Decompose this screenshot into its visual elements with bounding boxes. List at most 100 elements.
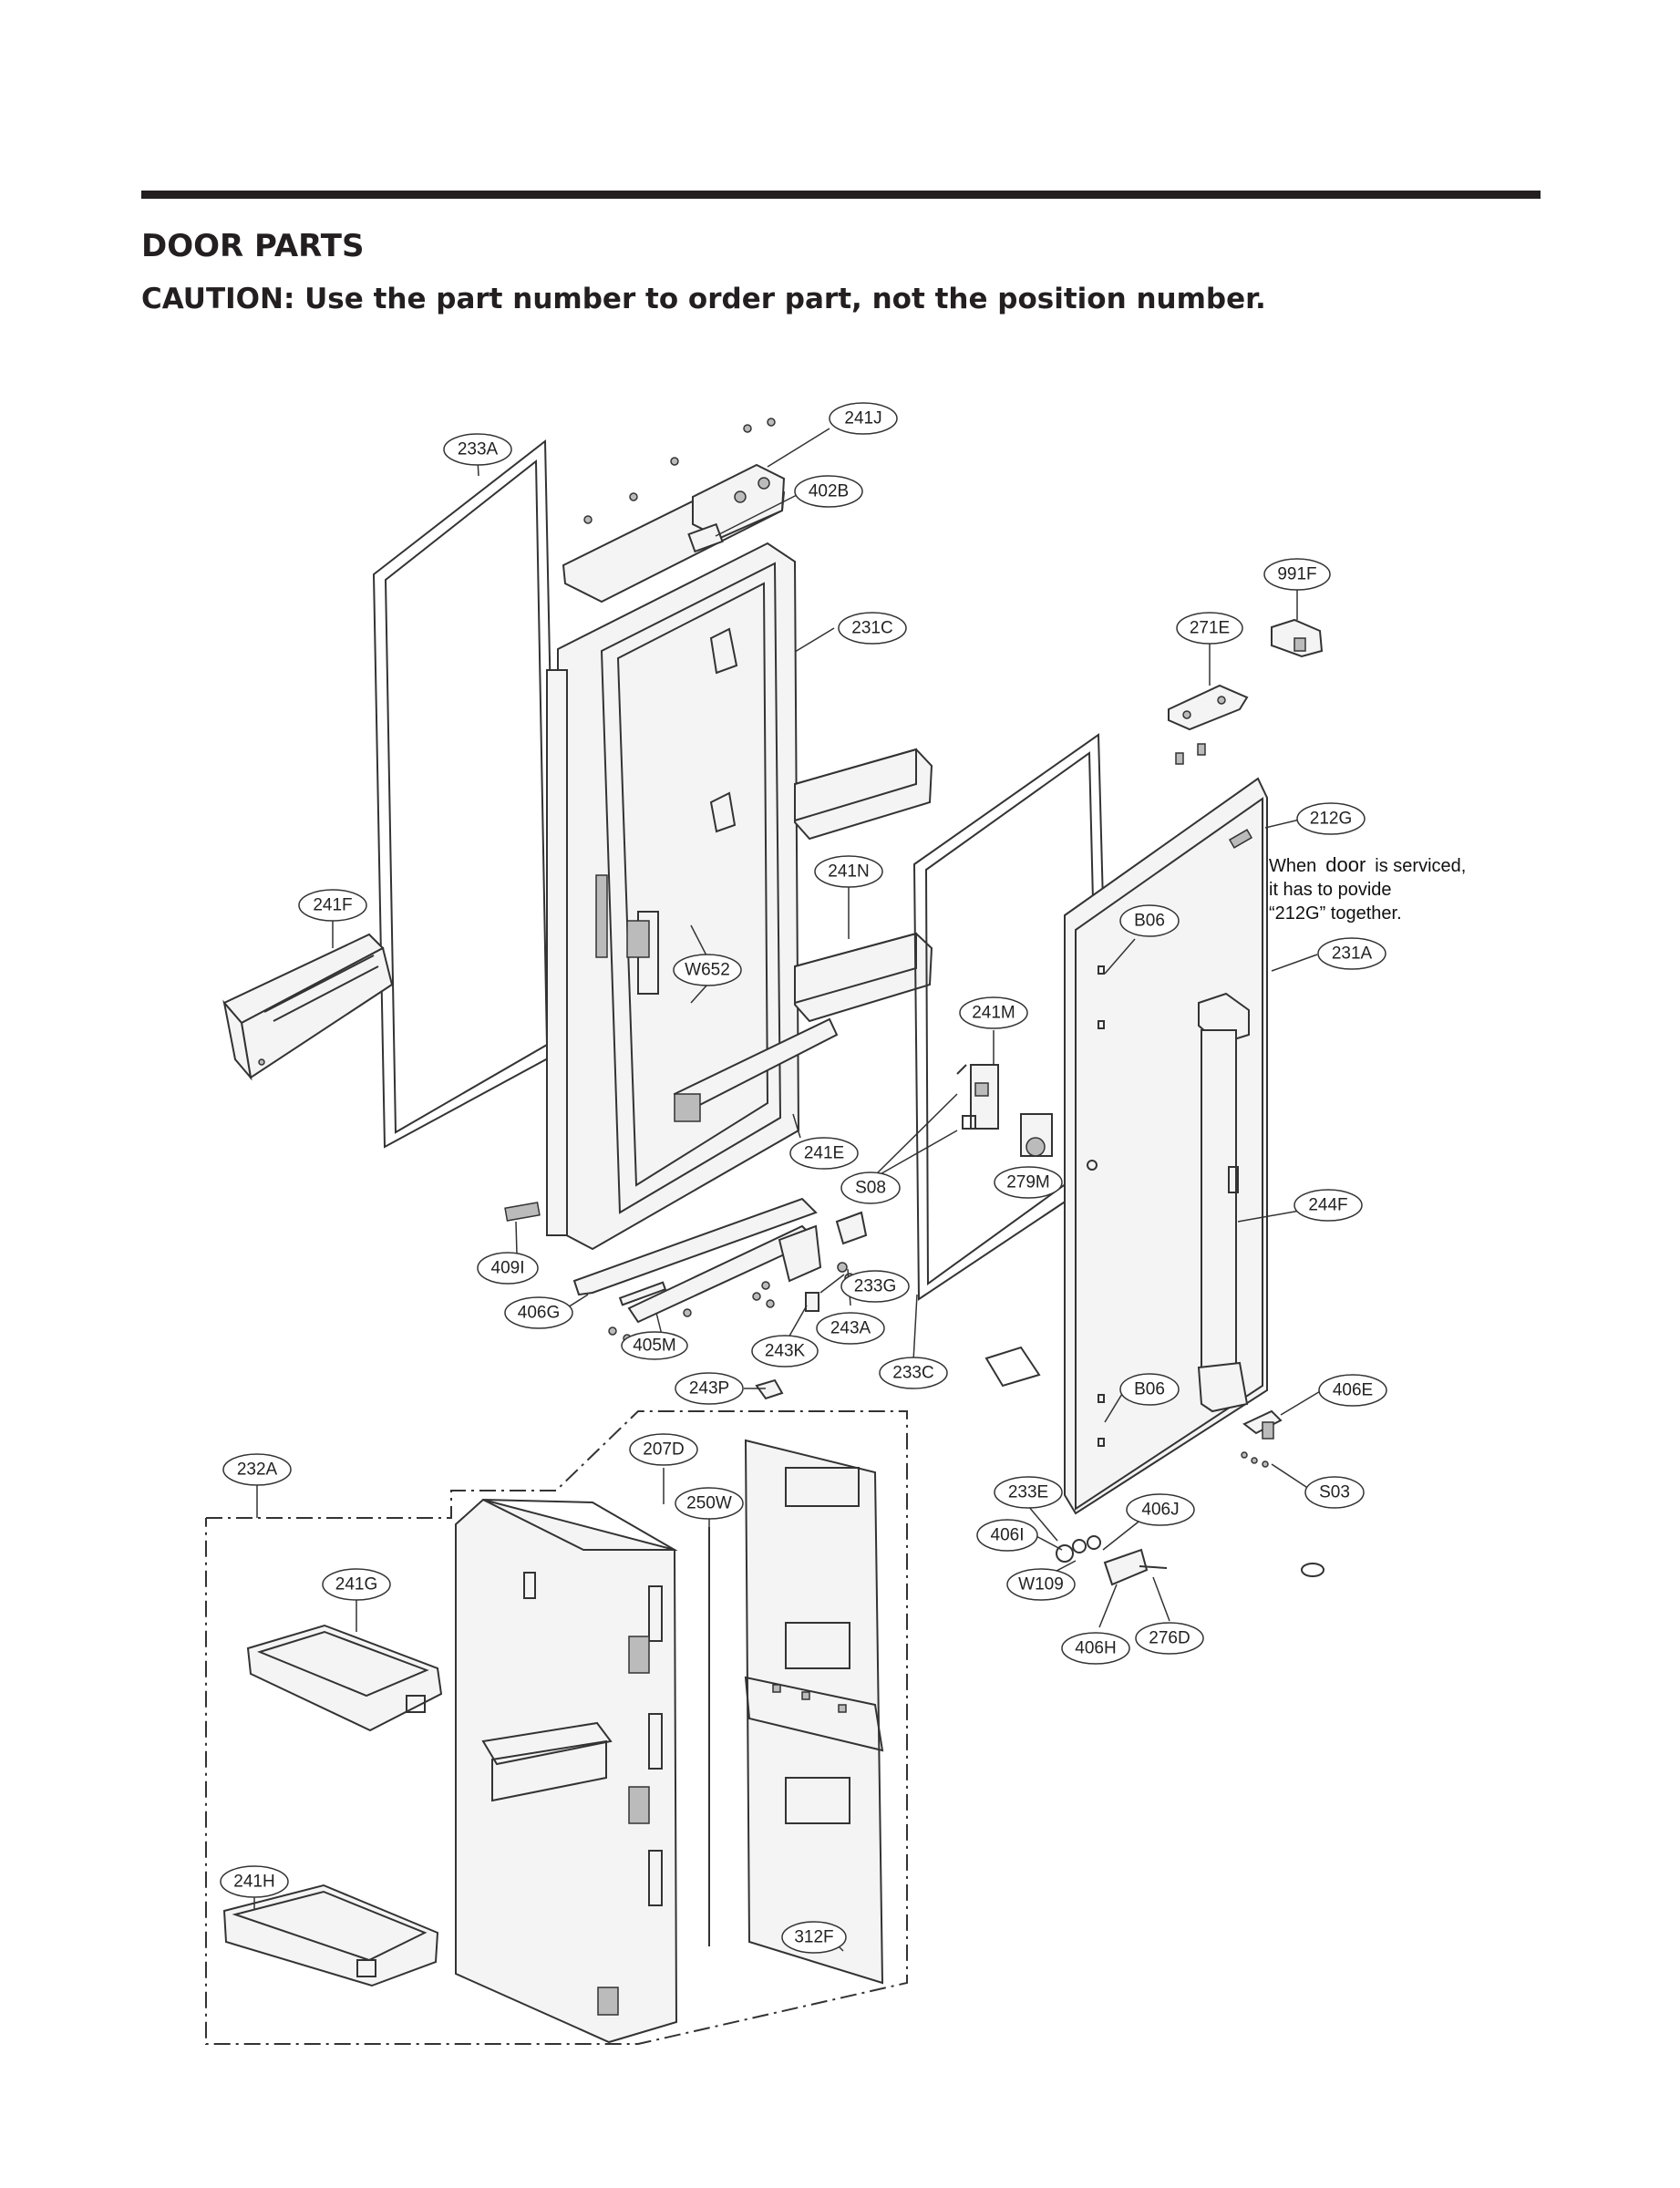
svg-text:233E: 233E	[1008, 1483, 1048, 1502]
callout-406I[interactable]: 406I	[976, 1519, 1038, 1552]
svg-text:243A: 243A	[830, 1319, 871, 1338]
door-liner-231C	[546, 542, 839, 1251]
callout-241M[interactable]: 241M	[959, 996, 1028, 1029]
callout-243K[interactable]: 243K	[751, 1335, 819, 1368]
callout-991F[interactable]: 991F	[1263, 558, 1331, 591]
inner-liner-207D	[455, 1498, 678, 2044]
callout-402B[interactable]: 402B	[794, 475, 863, 508]
svg-text:243P: 243P	[689, 1379, 729, 1398]
callout-241N[interactable]: 241N	[814, 855, 883, 888]
hinge-271E	[1168, 684, 1249, 765]
callout-W652[interactable]: W652	[673, 954, 742, 986]
callout-233G[interactable]: 233G	[840, 1270, 910, 1303]
svg-text:241N: 241N	[828, 862, 869, 882]
callout-S03[interactable]: S03	[1304, 1476, 1365, 1509]
svg-text:406E: 406E	[1333, 1381, 1373, 1400]
svg-text:244F: 244F	[1308, 1196, 1347, 1215]
callout-241F[interactable]: 241F	[298, 889, 367, 922]
svg-text:406J: 406J	[1141, 1501, 1179, 1520]
svg-text:232A: 232A	[237, 1460, 278, 1480]
callout-241G[interactable]: 241G	[322, 1568, 391, 1601]
note-line-2: it has to povide	[1269, 880, 1392, 900]
header-rule	[141, 191, 1541, 199]
callout-241H[interactable]: 241H	[220, 1865, 289, 1898]
callout-406H[interactable]: 406H	[1061, 1632, 1130, 1665]
svg-text:276D: 276D	[1149, 1629, 1190, 1648]
svg-text:406I: 406I	[991, 1526, 1025, 1545]
clip-991F	[1271, 618, 1324, 658]
callout-207D[interactable]: 207D	[629, 1433, 698, 1466]
hinge-arm-241E	[504, 1197, 868, 1400]
svg-text:250W: 250W	[686, 1494, 732, 1513]
svg-text:241G: 241G	[335, 1575, 377, 1595]
screws-top	[583, 418, 776, 524]
callout-243P[interactable]: 243P	[675, 1372, 744, 1405]
basket-241H	[222, 1884, 439, 1987]
callout-244F[interactable]: 244F	[1293, 1189, 1363, 1222]
svg-text:279M: 279M	[1006, 1173, 1050, 1192]
callout-405M[interactable]: 405M	[621, 1331, 688, 1360]
callout-241J[interactable]: 241J	[829, 402, 898, 435]
svg-text:409I: 409I	[491, 1259, 525, 1278]
basket-241G	[246, 1624, 443, 1732]
gasket-233A	[372, 439, 560, 1149]
callout-231A[interactable]: 231A	[1317, 937, 1386, 970]
callout-B06-bottom[interactable]: B06	[1119, 1373, 1180, 1406]
callout-233E[interactable]: 233E	[994, 1476, 1063, 1509]
svg-text:W109: W109	[1018, 1575, 1064, 1595]
svg-text:231C: 231C	[851, 619, 892, 638]
callout-250W[interactable]: 250W	[675, 1487, 744, 1520]
note-line-3: “212G” together.	[1269, 903, 1402, 924]
svg-text:271E: 271E	[1190, 619, 1230, 638]
svg-text:B06: B06	[1134, 912, 1165, 931]
gasket-233E	[984, 1346, 1041, 1388]
callout-231C[interactable]: 231C	[838, 612, 907, 645]
callout-S08[interactable]: S08	[840, 1171, 901, 1204]
callout-B06-top[interactable]: B06	[1119, 904, 1180, 937]
svg-text:W652: W652	[685, 961, 730, 980]
callout-406G[interactable]: 406G	[504, 1296, 573, 1329]
caution-text: CAUTION: Use the part number to order pa…	[141, 283, 1266, 315]
callout-279M[interactable]: 279M	[994, 1166, 1063, 1199]
callout-276D[interactable]: 276D	[1135, 1622, 1204, 1655]
callout-212G[interactable]: 212G	[1296, 802, 1366, 835]
svg-text:406G: 406G	[518, 1304, 560, 1323]
svg-text:406H: 406H	[1075, 1639, 1116, 1658]
hinge-plate-241J	[562, 463, 786, 604]
callout-243A[interactable]: 243A	[816, 1312, 885, 1345]
cover-panel-312F	[744, 1439, 884, 1985]
latch-241M	[956, 1064, 999, 1130]
callout-312F[interactable]: 312F	[781, 1921, 847, 1954]
hinge-pin-assembly	[1056, 1535, 1168, 1586]
svg-text:233A: 233A	[458, 440, 499, 459]
svg-text:233C: 233C	[892, 1364, 933, 1383]
knob-279M	[1020, 1113, 1053, 1157]
callout-409I[interactable]: 409I	[477, 1252, 539, 1285]
svg-text:S03: S03	[1319, 1483, 1350, 1502]
svg-text:212G: 212G	[1310, 810, 1352, 829]
svg-text:402B: 402B	[809, 482, 849, 501]
bracket-402B	[687, 522, 724, 553]
svg-text:207D: 207D	[643, 1440, 684, 1460]
callout-406E[interactable]: 406E	[1318, 1374, 1387, 1407]
callout-W109[interactable]: W109	[1006, 1568, 1076, 1601]
svg-text:241J: 241J	[844, 409, 881, 428]
assembly-boundary-232A	[205, 1410, 908, 2045]
svg-text:241H: 241H	[233, 1873, 274, 1892]
svg-text:991F: 991F	[1277, 565, 1316, 584]
callout-232A[interactable]: 232A	[222, 1453, 292, 1486]
callout-233C[interactable]: 233C	[879, 1357, 948, 1389]
svg-text:312F: 312F	[794, 1928, 833, 1947]
callout-233A[interactable]: 233A	[443, 433, 512, 466]
svg-text:B06: B06	[1134, 1380, 1165, 1399]
svg-text:241M: 241M	[972, 1004, 1015, 1023]
callout-241E[interactable]: 241E	[789, 1137, 859, 1170]
svg-text:243K: 243K	[765, 1342, 806, 1361]
callout-271E[interactable]: 271E	[1176, 612, 1243, 645]
page-title: DOOR PARTS	[141, 228, 365, 264]
svg-text:241E: 241E	[804, 1144, 844, 1163]
callout-406J[interactable]: 406J	[1126, 1493, 1195, 1526]
